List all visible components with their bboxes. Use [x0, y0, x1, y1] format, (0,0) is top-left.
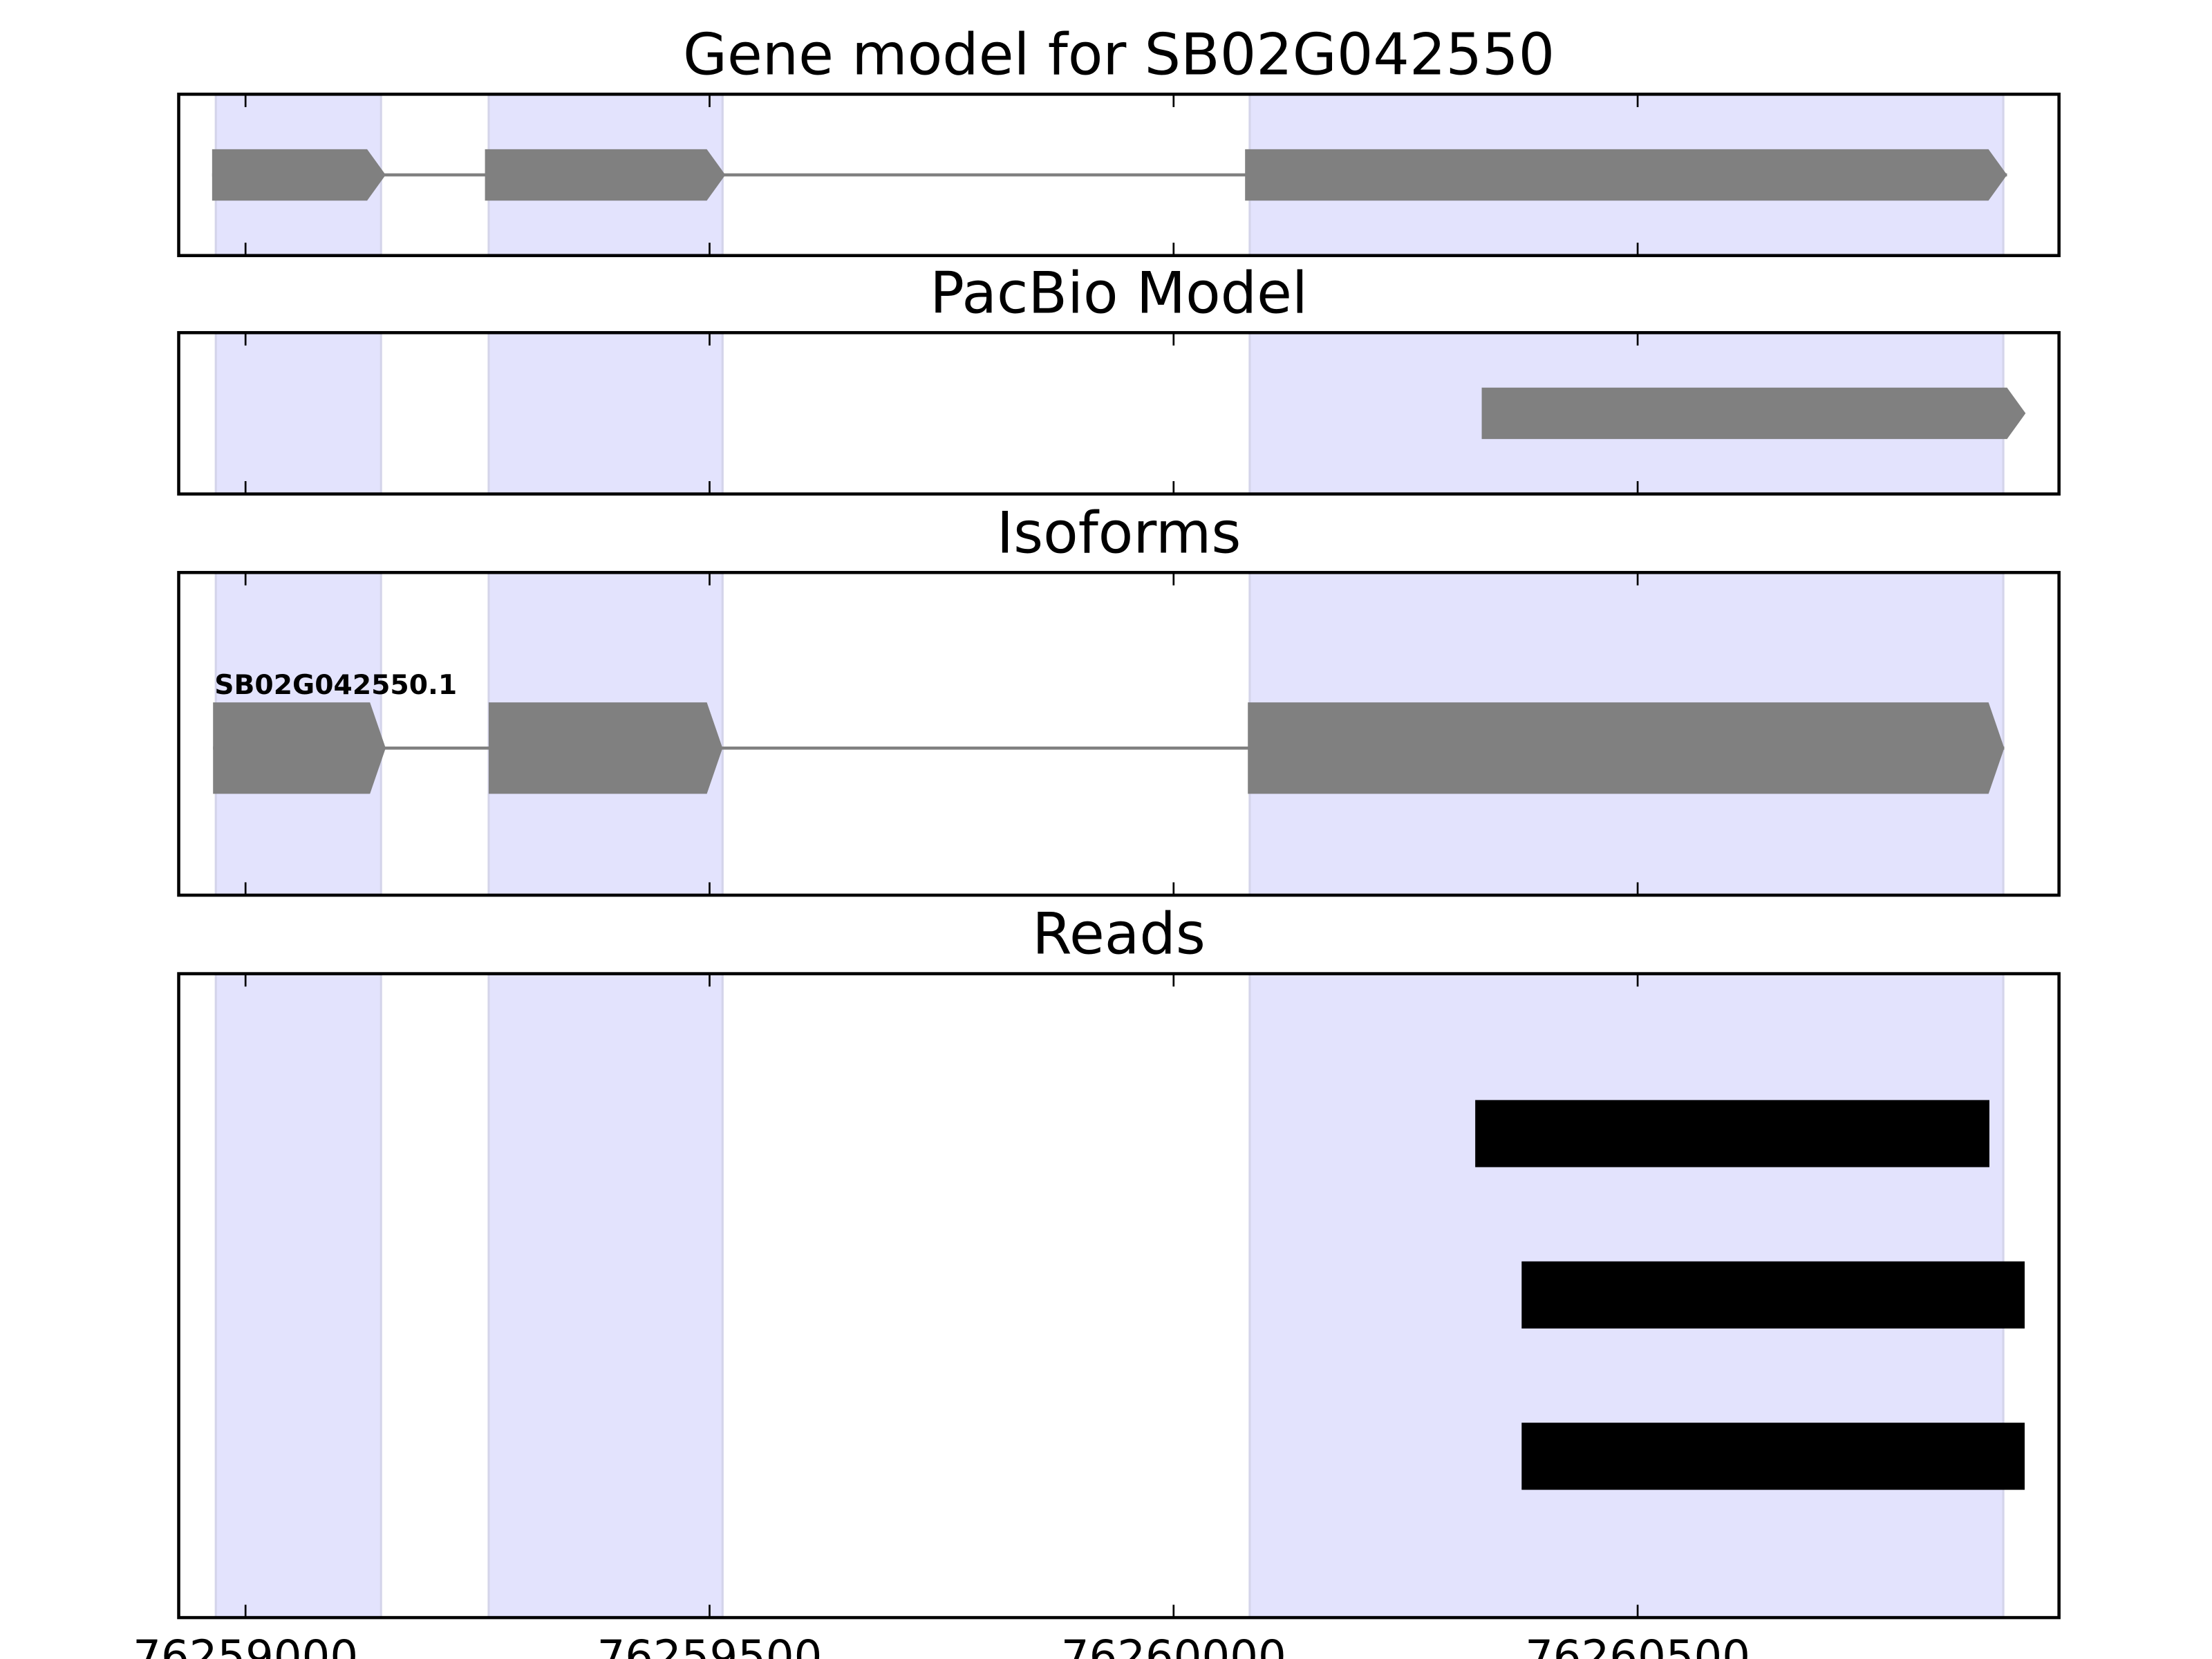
exon-shading [214, 331, 382, 496]
panel-reads: Reads [177, 901, 2061, 1620]
exon-arrow [488, 702, 723, 794]
exon-arrow [1245, 149, 2007, 201]
panel-gene: Gene model for SB02G042550 [177, 21, 2061, 257]
x-tick-label: 76260000 [1061, 1632, 1286, 1659]
panel-title: Gene model for SB02G042550 [683, 21, 1555, 88]
read-bar [1475, 1100, 1989, 1168]
x-tick-label: 76259000 [133, 1632, 358, 1659]
panel-title: Isoforms [997, 500, 1241, 566]
panel-title: PacBio Model [930, 260, 1308, 326]
x-tick-label: 76260500 [1525, 1632, 1750, 1659]
panel-title: Reads [1032, 901, 1206, 968]
exon-arrow [1481, 387, 2026, 440]
exon-shading [487, 973, 724, 1619]
read-bar [1521, 1261, 2025, 1329]
panel-gene: PacBio Model [177, 260, 2061, 496]
isoform-label: SB02G042550.1 [214, 670, 457, 701]
panel-frame [177, 972, 2061, 1620]
read-bar [1521, 1423, 2025, 1490]
exon-arrow [212, 149, 386, 201]
exon-arrow [485, 149, 726, 201]
panel-frame [177, 93, 2061, 257]
exon-shading [487, 331, 724, 496]
exon-shading [214, 973, 382, 1619]
panel-frame [177, 570, 2061, 897]
panel-frame [177, 330, 2061, 496]
exon-arrow [213, 702, 386, 794]
x-tick-label: 76259500 [597, 1632, 823, 1659]
exon-arrow [1248, 702, 2005, 794]
